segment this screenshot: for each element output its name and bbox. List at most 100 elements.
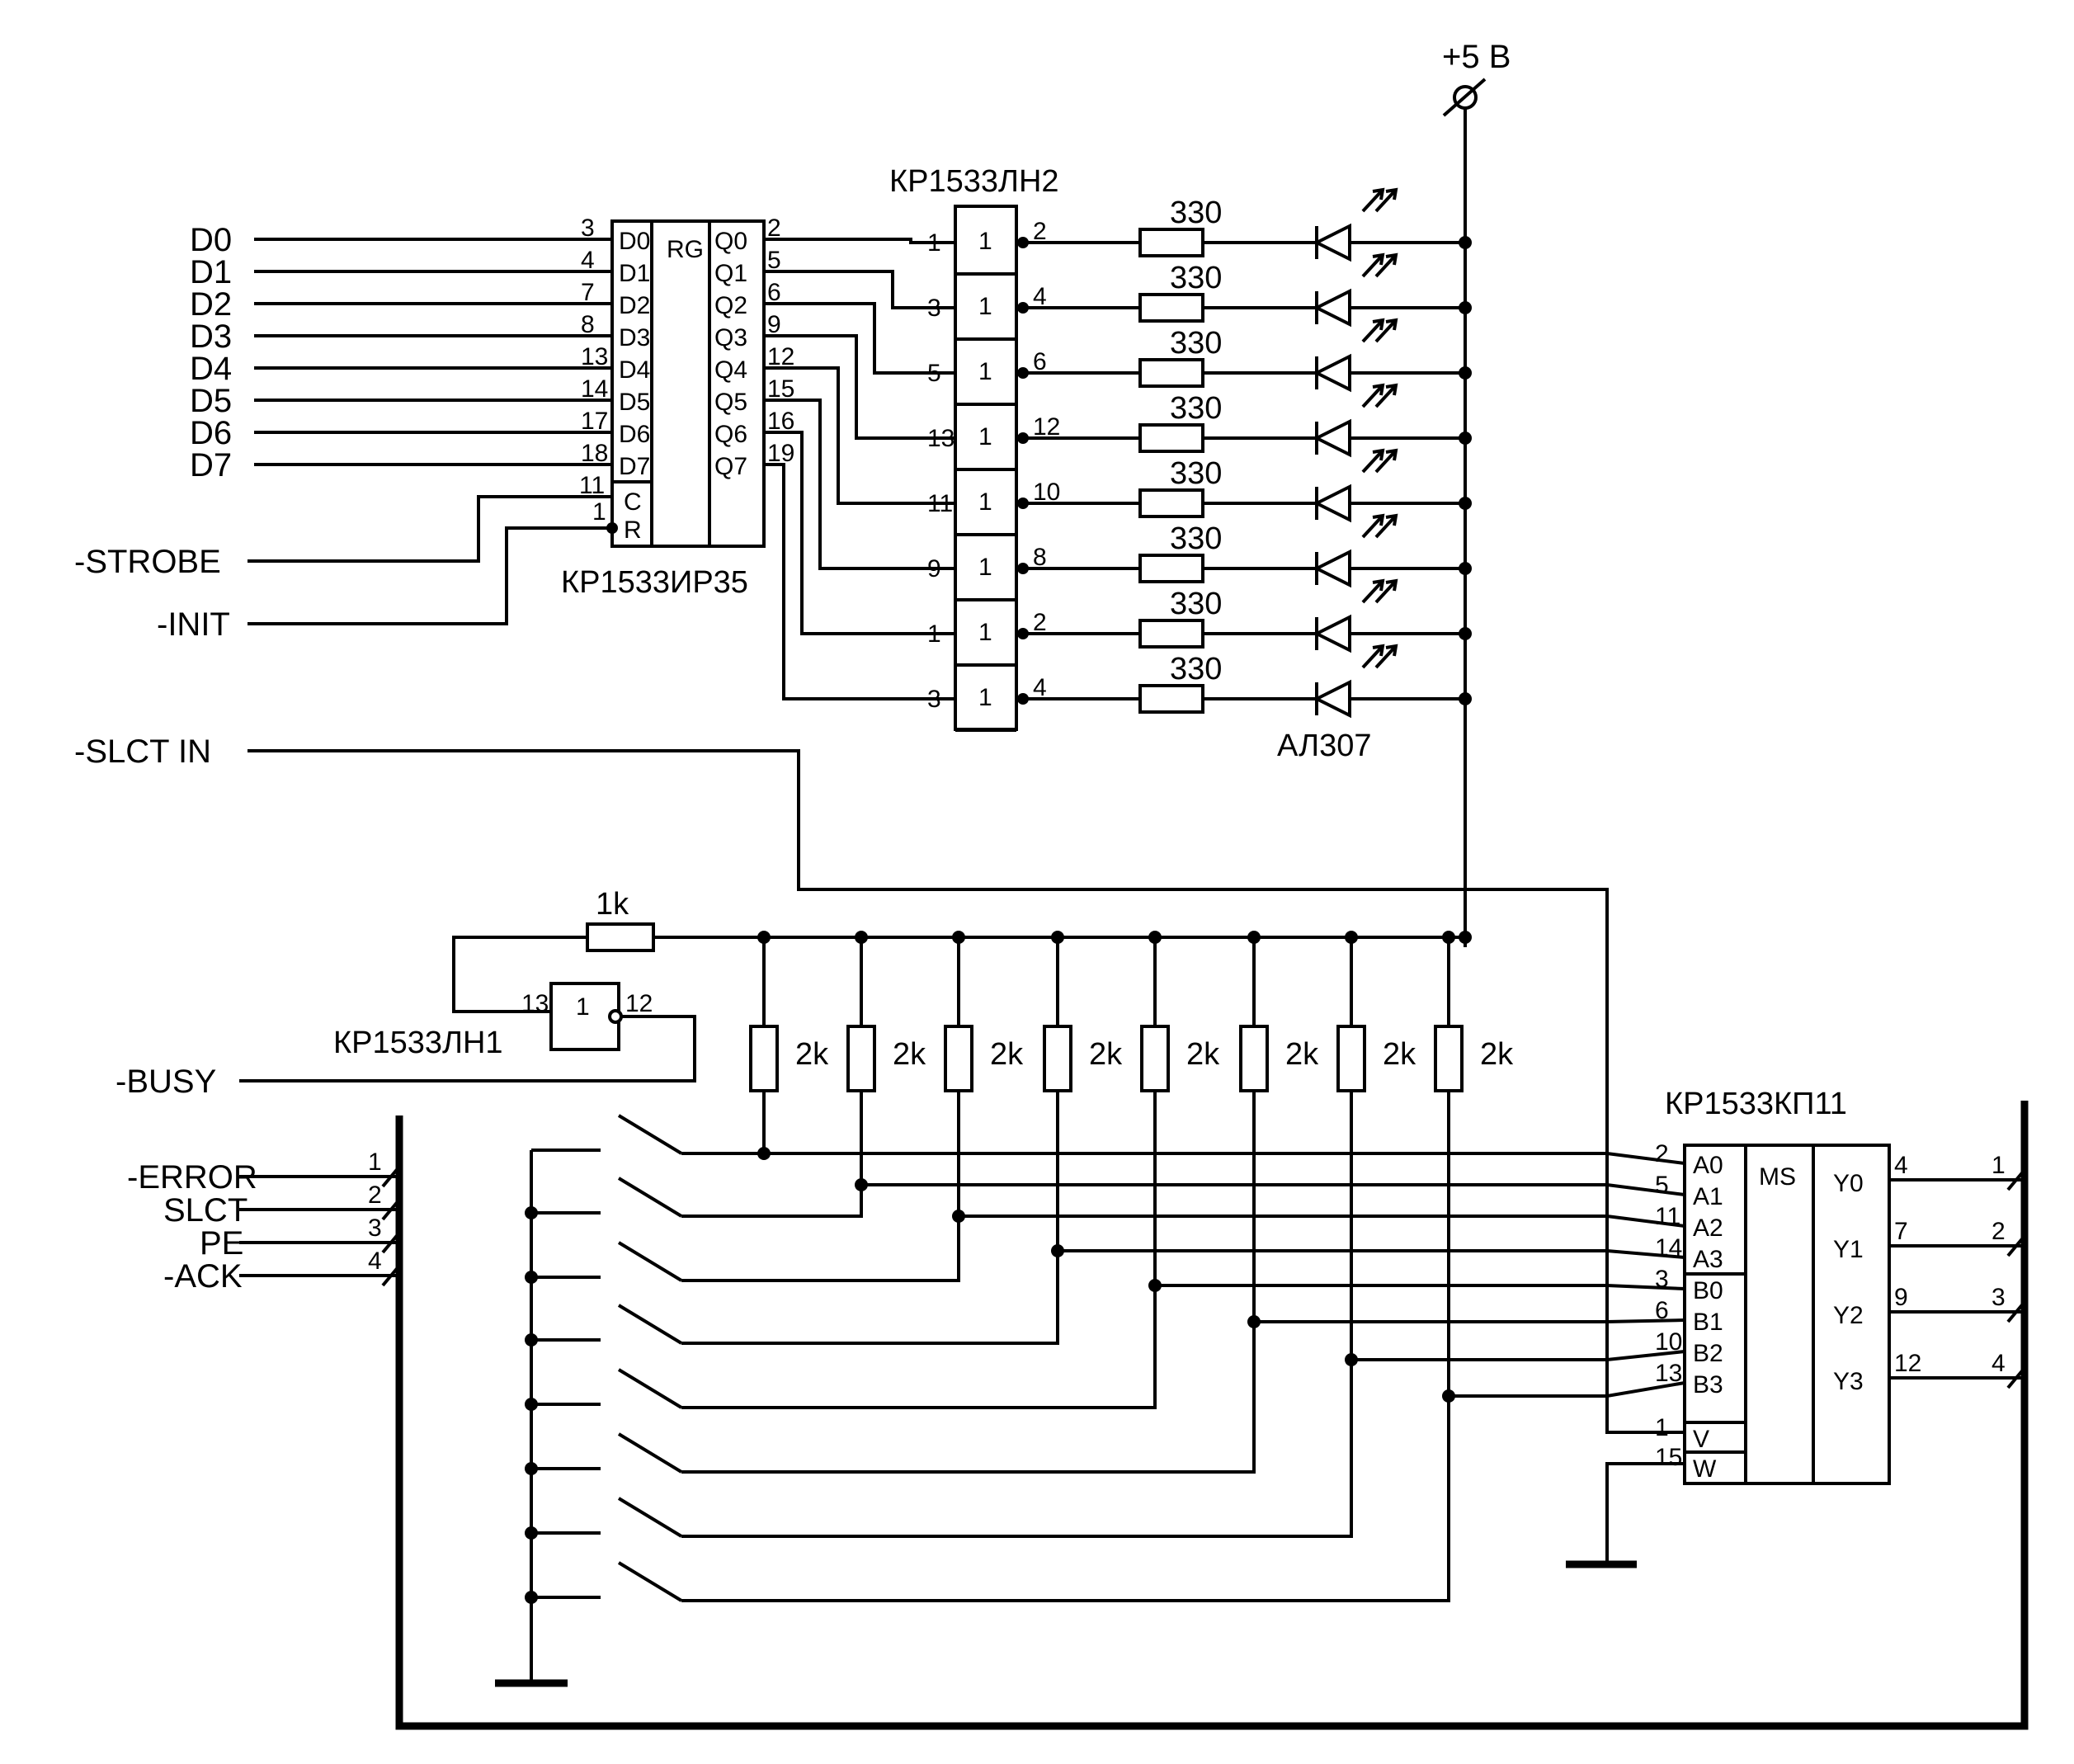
- led-light-arrow: [1361, 318, 1384, 343]
- led-resistor-value: 330: [1170, 456, 1222, 491]
- register-output-pin: 2: [767, 215, 781, 242]
- connector-tick: [2006, 1234, 2026, 1257]
- inverter-input-pin: 9: [927, 555, 941, 582]
- inverter-symbol: 1: [978, 684, 992, 711]
- inverter-output-pin: 4: [1033, 283, 1047, 310]
- connector-tick: [381, 1264, 401, 1287]
- led-light-arrow: [1374, 514, 1398, 539]
- connector-pin-number: 2: [368, 1182, 382, 1209]
- line-to-mux-wire: [1351, 1350, 1685, 1361]
- inverter-symbol: 1: [978, 228, 992, 255]
- pullup-resistor: [749, 1025, 779, 1092]
- busy-inverter-out-pin: 12: [625, 990, 653, 1017]
- mux-output-pin: 7: [1894, 1218, 1908, 1245]
- register-output-label: Q7: [714, 453, 747, 480]
- register-output-label: Q5: [714, 389, 747, 416]
- register-output-pin: 19: [767, 440, 794, 467]
- inverter-input-pin: 13: [927, 425, 955, 452]
- switch-to-pullup-wire: [681, 1216, 960, 1282]
- led-light-arrow: [1374, 644, 1398, 669]
- led-resistor-value: 330: [1170, 391, 1222, 426]
- line-to-mux-wire: [1449, 1381, 1685, 1398]
- power-supply: +5 В: [1442, 39, 1511, 947]
- register-input-label: D2: [619, 292, 650, 319]
- mux-input-label: A0: [1693, 1152, 1723, 1179]
- mux-input-label: V: [1693, 1426, 1709, 1453]
- led-diode: [1313, 549, 1351, 588]
- feedback-resistor-value: 1k: [596, 887, 629, 922]
- connector-pin-number: 1: [368, 1148, 382, 1176]
- line-to-mux-wire: [764, 1152, 1685, 1165]
- pullup-resistor-value: 2k: [1089, 1037, 1123, 1072]
- register-output-label: Q1: [714, 260, 747, 287]
- busy-label: -BUSY: [115, 1064, 216, 1100]
- data-line-label: D0: [190, 222, 232, 258]
- mux-output-label: Y1: [1833, 1236, 1864, 1263]
- rail-node: [1459, 366, 1472, 380]
- switch-bank: [495, 1114, 1450, 1687]
- inverter-output-pin: 8: [1033, 544, 1047, 571]
- pullup-resistor: [1434, 1025, 1464, 1092]
- switch-to-pullup-wire: [681, 1322, 1256, 1474]
- mux-input-label: A3: [1693, 1246, 1723, 1273]
- switch-to-pullup-wire: [681, 1285, 1157, 1409]
- inverter-output-pin: 2: [1033, 609, 1047, 636]
- mux-output-pin: 12: [1894, 1350, 1921, 1377]
- register-output-pin: 6: [767, 279, 781, 306]
- busy-inverter-in-pin: 13: [521, 990, 549, 1017]
- mux-output-pin: 9: [1894, 1284, 1908, 1311]
- data-line-label: D2: [190, 286, 232, 323]
- mux-input-pin: 10: [1655, 1328, 1682, 1356]
- register-input-pin: 7: [581, 279, 595, 306]
- inverter-input-pin: 3: [927, 295, 941, 322]
- register-input-pin: 13: [581, 343, 608, 370]
- register-input-pin: 4: [581, 247, 595, 274]
- rail-node: [1459, 562, 1472, 575]
- status-signal-label: -ACK: [163, 1258, 243, 1295]
- led-resistor-value: 330: [1170, 652, 1222, 686]
- pullup-resistor-value: 2k: [1383, 1037, 1416, 1072]
- connector-tick: [2006, 1168, 2026, 1191]
- inverter-input-pin: 1: [927, 620, 941, 648]
- pullup-resistor: [1336, 1025, 1366, 1092]
- register-input-pin: 17: [581, 408, 608, 435]
- connector-pin-number: 4: [368, 1248, 382, 1275]
- register-output-label: Q6: [714, 421, 747, 448]
- switch-lever: [617, 1497, 683, 1538]
- mux-chip: КР1533КП11 MS A02A15A211A314B03B16B210B3…: [1566, 1087, 2026, 1568]
- switch-lever: [617, 1177, 683, 1218]
- inverter-input-pin: 3: [927, 686, 941, 713]
- led-resistor-value: 330: [1170, 196, 1222, 230]
- led-resistor: [1138, 488, 1204, 518]
- busy-inverter-name: КР1533ЛН1: [333, 1026, 503, 1060]
- led-light-arrowhead: [1385, 578, 1398, 592]
- mux-input-label: B1: [1693, 1309, 1723, 1336]
- led-diode: [1313, 223, 1351, 262]
- rail-node: [1459, 432, 1472, 445]
- feedback-resistor: [586, 922, 655, 952]
- pullup-resistor-value: 2k: [1186, 1037, 1220, 1072]
- mux-output-label: Y2: [1833, 1302, 1864, 1329]
- led-resistor-value: 330: [1170, 261, 1222, 295]
- inverter-output-pin: 6: [1033, 348, 1047, 375]
- mux-input-pin: 6: [1655, 1297, 1669, 1324]
- inverter-symbol: 1: [978, 554, 992, 581]
- connector-tick: [381, 1165, 401, 1188]
- data-line-label: D5: [190, 383, 232, 419]
- rail-node: [1459, 692, 1472, 705]
- led-resistor: [1138, 554, 1204, 583]
- led-light-arrowhead: [1372, 383, 1385, 396]
- mux-output-pin: 4: [1894, 1152, 1908, 1179]
- pullup-resistor-value: 2k: [893, 1037, 926, 1072]
- pullup-resistor-value: 2k: [795, 1037, 829, 1072]
- register-output-label: Q3: [714, 324, 747, 351]
- led-light-arrow: [1361, 449, 1384, 474]
- led-light-arrowhead: [1372, 318, 1385, 331]
- switch-to-pullup-wire: [681, 1185, 863, 1218]
- switch-lever: [617, 1304, 683, 1345]
- rail-node: [1459, 301, 1472, 314]
